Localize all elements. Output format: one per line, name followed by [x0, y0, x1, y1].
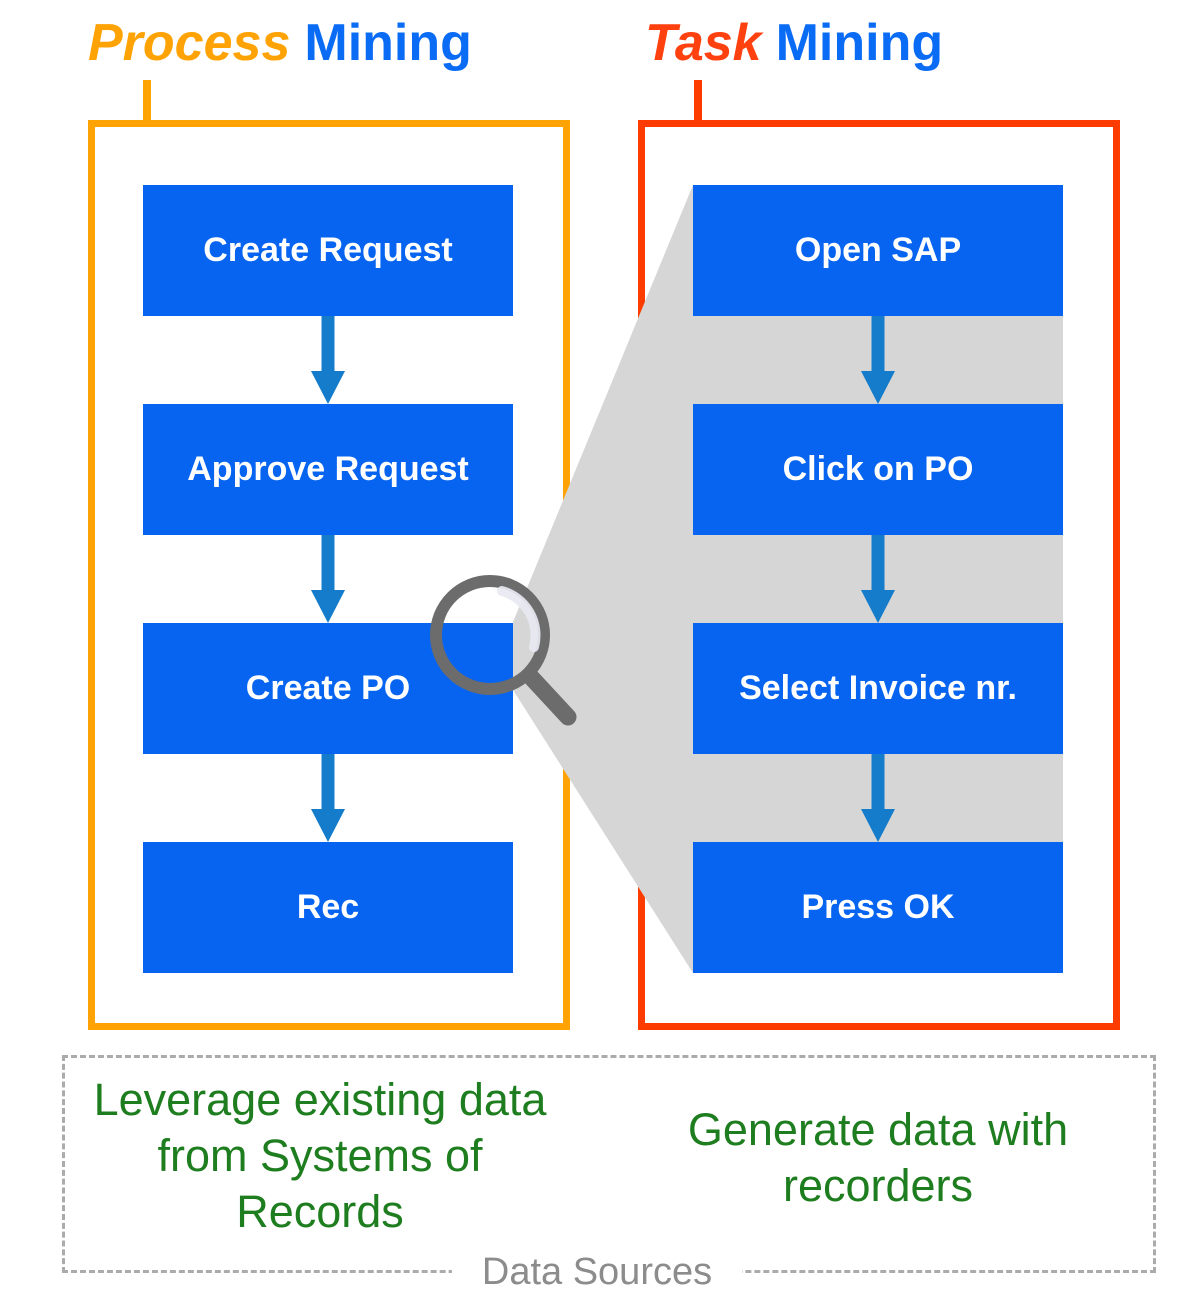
task-title-connector [694, 80, 702, 127]
note-line: Generate data with [687, 1104, 1069, 1155]
flow-step-rec: Rec [143, 842, 513, 973]
task-step-select-invoice: Select Invoice nr. [693, 623, 1063, 754]
arrow-down-icon [308, 535, 348, 623]
task-step-press-ok: Press OK [693, 842, 1063, 973]
task-title-highlight: Task [645, 14, 762, 72]
flow-step-create-request: Create Request [143, 185, 513, 316]
task-step-open-sap: Open SAP [693, 185, 1063, 316]
process-title-rest: Mining [304, 14, 472, 72]
process-title-connector [143, 80, 151, 127]
flow-step-approve-request: Approve Request [143, 404, 513, 535]
process-title-highlight: Process [88, 14, 291, 72]
task-data-note: Generate data with recorders [628, 1102, 1128, 1214]
task-title-rest: Mining [775, 14, 944, 72]
task-step-click-on-po: Click on PO [693, 404, 1063, 535]
arrow-down-icon [308, 754, 348, 842]
note-line: Leverage existing data [93, 1074, 547, 1125]
data-sources-label: Data Sources [452, 1246, 742, 1298]
process-data-note: Leverage existing data from Systems of R… [70, 1072, 570, 1240]
flow-step-create-po: Create PO [143, 623, 513, 754]
arrow-down-icon [858, 316, 898, 404]
arrow-down-icon [858, 535, 898, 623]
arrow-down-icon [308, 316, 348, 404]
note-line: Records [236, 1186, 404, 1237]
note-line: from Systems of [157, 1130, 483, 1181]
note-line: recorders [782, 1160, 974, 1211]
arrow-down-icon [858, 754, 898, 842]
